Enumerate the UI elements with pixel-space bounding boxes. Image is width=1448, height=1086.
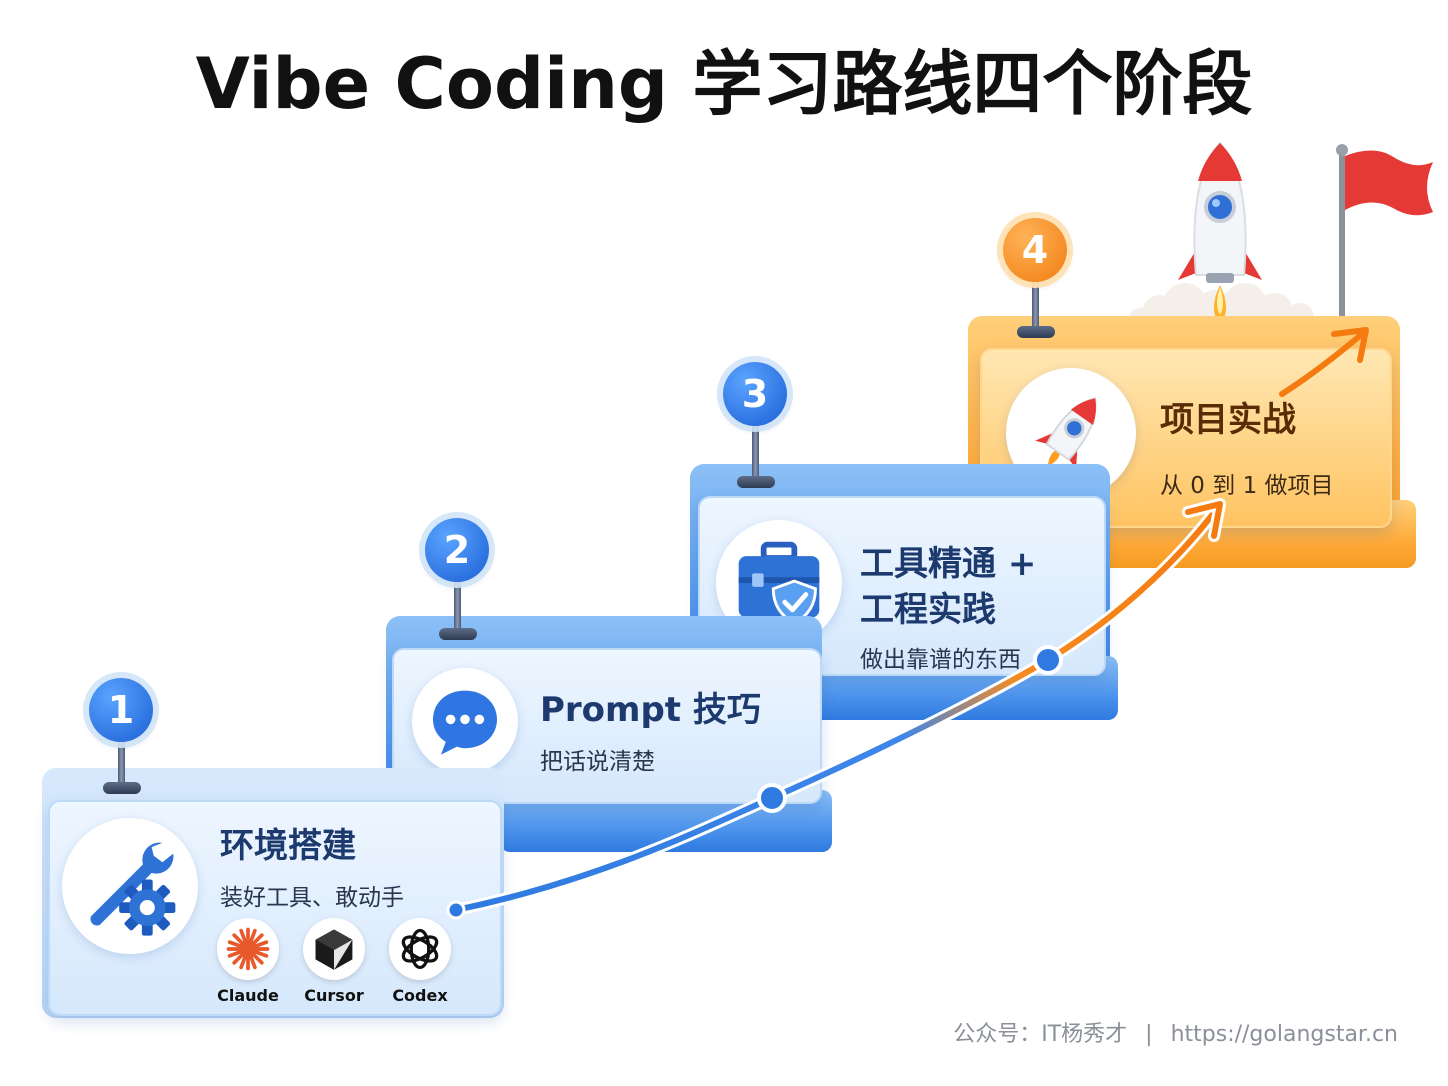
footer-url[interactable]: https://golangstar.cn (1170, 1022, 1398, 1047)
footer-account: 公众号：IT杨秀才 (953, 1022, 1128, 1047)
red-flag-icon (1336, 144, 1433, 330)
tool-codex-label: Codex (392, 986, 448, 1005)
step-4-title: 项目实战 (1160, 400, 1296, 440)
toolbox-shield-icon (738, 541, 820, 625)
goal-arrow (1279, 331, 1365, 397)
step-2-title: Prompt 技巧 (540, 690, 761, 730)
footer: 公众号：IT杨秀才 | https://golangstar.cn (953, 1016, 1398, 1048)
step-1-subtitle: 装好工具、敢动手 (220, 885, 404, 911)
footer-separator: | (1145, 1022, 1153, 1047)
path-node-start (446, 900, 466, 920)
step-4-subtitle: 从 0 到 1 做项目 (1160, 473, 1334, 499)
step-3-title-line1: 工具精通 + (860, 544, 1037, 584)
step-3-title-line2: 工程实践 (860, 590, 996, 630)
step-1-title: 环境搭建 (220, 826, 356, 866)
rocket-icon (1035, 397, 1097, 470)
chat-bubble-icon (433, 690, 497, 755)
tool-claude: Claude (208, 918, 288, 1005)
tool-cursor: Cursor (294, 918, 374, 1005)
wrench-gear-icon (90, 842, 176, 936)
page-title: Vibe Coding 学习路线四个阶段 (195, 43, 1253, 125)
step-2-icon-circle (412, 668, 518, 774)
cursor-logo-icon (315, 929, 353, 970)
path-node-2 (757, 783, 787, 813)
step-3-subtitle: 做出靠谱的东西 (860, 647, 1021, 673)
step-1-number-badge: 1 (89, 678, 153, 742)
tool-claude-label: Claude (217, 986, 279, 1005)
step-2-number-badge: 2 (425, 518, 489, 582)
openai-logo-icon (401, 928, 439, 970)
step-4-number-badge: 4 (1003, 218, 1067, 282)
tool-codex: Codex (380, 918, 460, 1005)
claude-logo-icon (226, 927, 270, 971)
step-2-subtitle: 把话说清楚 (540, 749, 655, 775)
progress-curve (450, 504, 1222, 916)
step-3-number-badge: 3 (723, 362, 787, 426)
path-node-3 (1033, 645, 1063, 675)
step-1-icon-circle (62, 818, 198, 954)
tool-cursor-label: Cursor (304, 986, 364, 1005)
